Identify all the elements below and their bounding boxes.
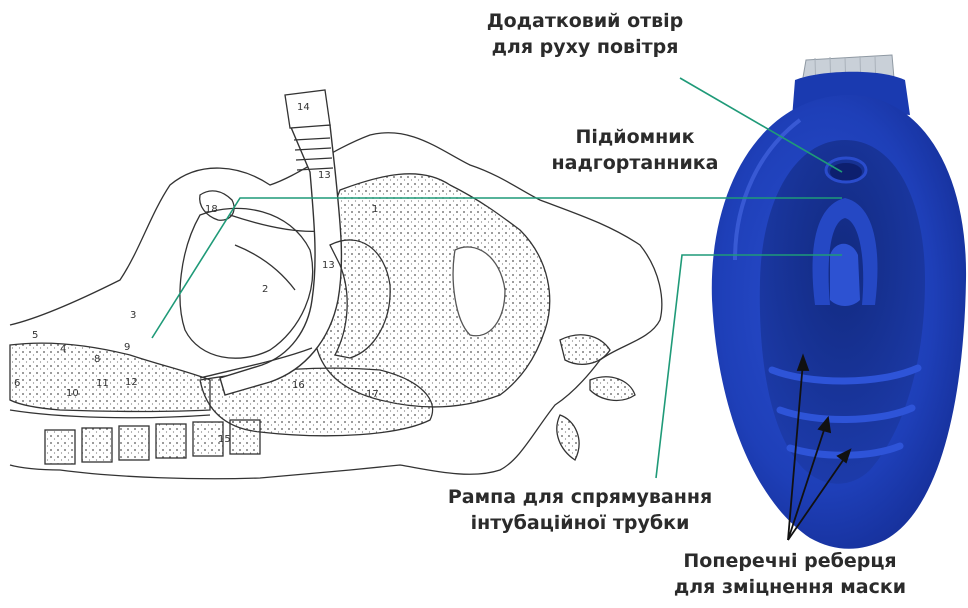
label-ramp-line1: Рампа для спрямування	[420, 484, 740, 510]
anatomy-number: 13	[318, 170, 331, 181]
label-air-hole-line1: Додатковий отвір	[440, 8, 730, 34]
label-air-hole: Додатковий отвір для руху повітря	[440, 8, 730, 60]
anatomy-number: 3	[130, 310, 136, 321]
anatomy-number: 10	[66, 388, 79, 399]
anatomy-number: 13	[322, 260, 335, 271]
posterior-structures	[557, 335, 635, 460]
anatomy-number: 9	[124, 342, 130, 353]
anatomy-number: 14	[297, 102, 310, 113]
air-hole	[830, 163, 862, 181]
anatomy-number: 17	[366, 389, 379, 400]
anatomy-number: 1	[372, 204, 378, 215]
anatomy-number: 8	[94, 354, 100, 365]
anatomy-number: 6	[14, 378, 20, 389]
label-air-hole-line2: для руху повітря	[440, 34, 730, 60]
anatomy-number: 18	[205, 204, 218, 215]
label-ribs-line1: Поперечні реберця	[650, 548, 930, 574]
label-ramp: Рампа для спрямування інтубаційної трубк…	[420, 484, 740, 536]
label-ribs: Поперечні реберця для зміцнення маски	[650, 548, 930, 600]
anatomy-number: 16	[292, 380, 305, 391]
label-ramp-line2: інтубаційної трубки	[420, 510, 740, 536]
anatomy-number: 11	[96, 378, 109, 389]
label-epiglottis-line2: надгортанника	[520, 150, 750, 176]
anatomy-number: 15	[218, 434, 231, 445]
anatomy-number: 2	[262, 284, 268, 295]
tongue	[180, 208, 313, 358]
tube-ramp	[830, 244, 860, 306]
anatomy-number: 4	[60, 344, 66, 355]
anatomy-number: 5	[32, 330, 38, 341]
label-epiglottis-elevator: Підйомник надгортанника	[520, 124, 750, 176]
anatomy-number: 12	[125, 377, 138, 388]
label-ribs-line2: для зміцнення маски	[650, 574, 930, 600]
larynx	[10, 343, 210, 411]
label-epiglottis-line1: Підйомник	[520, 124, 750, 150]
